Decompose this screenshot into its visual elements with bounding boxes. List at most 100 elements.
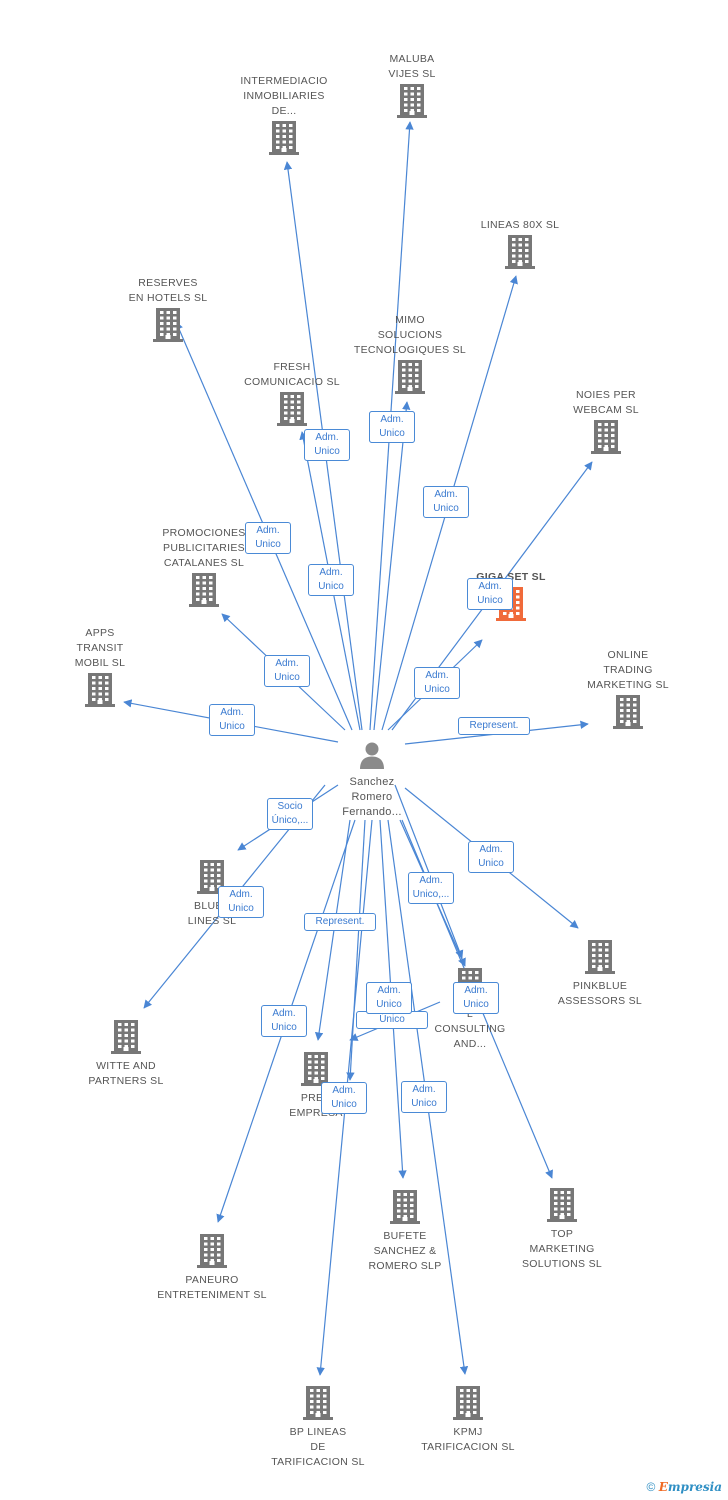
relation-text: Unico bbox=[314, 446, 340, 457]
relation-label-promociones[interactable]: Adm.Unico bbox=[264, 655, 310, 687]
company-label-apps-line-2: TRANSIT bbox=[76, 642, 124, 654]
relation-label-pinkblue[interactable]: Adm.Unico bbox=[468, 841, 514, 873]
company-label-paneuro-line-1: PANEURO bbox=[185, 1274, 239, 1286]
relation-label-paneuro[interactable]: Adm.Unico bbox=[261, 1005, 307, 1037]
building-icon bbox=[84, 671, 116, 707]
company-label-bufete-line-1: BUFETE bbox=[383, 1230, 427, 1242]
company-label-top-line-1: TOP bbox=[550, 1228, 574, 1240]
company-label-witte-line-2: PARTNERS SL bbox=[88, 1075, 164, 1087]
building-icon bbox=[152, 306, 184, 342]
relation-text: Adm. bbox=[412, 1084, 436, 1095]
building-icon bbox=[612, 693, 644, 729]
building-icon bbox=[302, 1384, 334, 1420]
relation-text: Unico bbox=[331, 1099, 357, 1110]
company-node-witte[interactable]: WITTE AND PARTNERS SL bbox=[61, 1018, 191, 1089]
company-label-bplineas-line-2: DE bbox=[310, 1441, 326, 1453]
relation-label-intermediacio[interactable]: Adm. Unico bbox=[304, 429, 350, 461]
company-label-top-line-3: SOLUTIONS SL bbox=[521, 1258, 603, 1270]
company-label-consulting-line-2: CONSULTING bbox=[434, 1023, 506, 1035]
person-name-line-3: Fernando... bbox=[342, 806, 402, 818]
company-node-noies[interactable]: NOIES PER WEBCAM SL bbox=[541, 388, 671, 459]
building-icon bbox=[584, 938, 616, 974]
company-label-witte-line-1: WITTE AND bbox=[96, 1060, 156, 1072]
building-icon bbox=[110, 1018, 142, 1054]
person-name-line-1: Sanchez bbox=[349, 776, 395, 788]
company-label-maluba-line-2: VIJES SL bbox=[388, 68, 436, 80]
relation-label-fresh[interactable]: Adm.Unico bbox=[308, 564, 354, 596]
relation-text: Unico bbox=[219, 721, 245, 732]
company-node-lineas80x[interactable]: LINEAS 80X SL bbox=[455, 218, 585, 274]
building-icon bbox=[268, 119, 300, 155]
company-label-bplineas-line-1: BP LINEAS bbox=[289, 1426, 347, 1438]
center-person[interactable]: Sanchez Romero Fernando... bbox=[322, 740, 422, 820]
relation-label-pren[interactable]: Adm.Unico bbox=[321, 1082, 367, 1114]
company-label-pinkblue-line-1: PINKBLUE bbox=[572, 980, 628, 992]
company-node-promociones[interactable]: PROMOCIONES PUBLICITARIES CATALANES SL bbox=[139, 526, 269, 612]
relation-label-noies[interactable]: Adm.Unico bbox=[467, 578, 513, 610]
company-node-bplineas[interactable]: BP LINEAS DE TARIFICACION SL bbox=[253, 1384, 383, 1470]
company-label-lineas80x-line-1: LINEAS 80X SL bbox=[480, 219, 560, 231]
company-label-bplineas-line-3: TARIFICACION SL bbox=[271, 1456, 365, 1468]
relation-text: Represent. bbox=[469, 720, 519, 731]
company-label-promociones-line-1: PROMOCIONES bbox=[162, 527, 246, 539]
company-label-fresh-line-1: FRESH bbox=[273, 361, 311, 373]
relation-text: Adm. bbox=[425, 670, 449, 681]
company-label-consulting-line-3: AND... bbox=[453, 1038, 487, 1050]
building-icon bbox=[196, 1232, 228, 1268]
empresia-logo: Empresia bbox=[659, 1480, 722, 1494]
relation-text: Adm. bbox=[272, 1008, 296, 1019]
company-label-noies-line-1: NOIES PER bbox=[576, 389, 636, 401]
relation-label-reserves[interactable]: Adm.Unico bbox=[245, 522, 291, 554]
relation-text: Adm. bbox=[315, 432, 339, 443]
building-icon bbox=[394, 358, 426, 394]
relation-label-gigaset[interactable]: Adm. Unico bbox=[414, 667, 460, 699]
company-label-noies-line-2: WEBCAM SL bbox=[573, 404, 639, 416]
relation-text: Unico bbox=[424, 684, 450, 695]
building-icon bbox=[300, 1050, 332, 1086]
relation-text: Unico bbox=[411, 1098, 437, 1109]
company-label-blues-line-2: LINES SL bbox=[187, 915, 237, 927]
company-label-promociones-line-3: CATALANES SL bbox=[163, 557, 245, 569]
relation-label-kpmj[interactable]: Adm. Unico bbox=[401, 1081, 447, 1113]
relation-text: Adm. bbox=[380, 414, 404, 425]
relation-text: Unico bbox=[318, 581, 344, 592]
company-label-intermediacio-line-1: INTERMEDIACIO bbox=[240, 75, 328, 87]
company-label-online-line-3: MARKETING SL bbox=[587, 679, 669, 691]
relation-label-bufete[interactable]: Adm.Unico bbox=[366, 982, 412, 1014]
relation-label-apps[interactable]: Adm. Unico bbox=[209, 704, 255, 736]
building-icon bbox=[504, 233, 536, 269]
relation-label-pren[interactable]: Represent. bbox=[304, 913, 376, 931]
company-label-bufete-line-3: ROMERO SLP bbox=[368, 1260, 442, 1272]
logo-rest: mpresia bbox=[667, 1480, 722, 1494]
relation-label-consulting[interactable]: Adm.Unico,... bbox=[408, 872, 454, 904]
relation-label-witte[interactable]: Adm.Unico bbox=[218, 886, 264, 918]
relation-text: Unico bbox=[379, 428, 405, 439]
edge-mimo bbox=[373, 401, 411, 731]
relation-label-mimo[interactable]: Adm. Unico bbox=[369, 411, 415, 443]
building-icon bbox=[452, 1384, 484, 1420]
relation-text: Adm. bbox=[229, 889, 253, 900]
relation-text: Unico,... bbox=[412, 889, 450, 900]
person-name-line-2: Romero bbox=[351, 791, 393, 803]
relation-text: Unico bbox=[376, 999, 402, 1010]
relation-label-online[interactable]: Represent. bbox=[458, 717, 530, 735]
company-label-promociones-line-2: PUBLICITARIES bbox=[163, 542, 245, 554]
relation-text: Adm. bbox=[220, 707, 244, 718]
relation-label-lineas80x[interactable]: Adm.Unico bbox=[423, 486, 469, 518]
company-label-mimo-line-2: SOLUCIONS bbox=[377, 329, 443, 341]
relation-label-top[interactable]: Adm.Unico bbox=[453, 982, 499, 1014]
footer-brand[interactable]: © Empresia bbox=[647, 1480, 722, 1494]
